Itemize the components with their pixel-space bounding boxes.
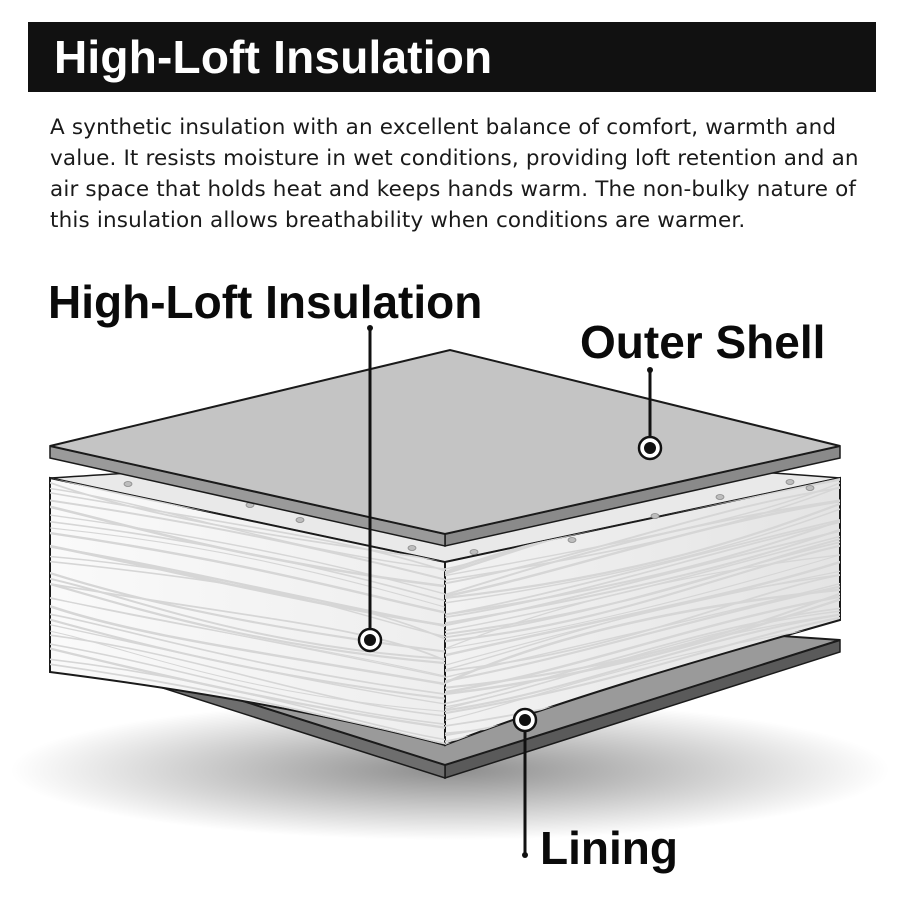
outer-shell-top — [49, 348, 841, 536]
insulation-label: High-Loft Insulation — [48, 276, 483, 328]
outer-shell-layer — [49, 348, 841, 547]
lining-pointer — [512, 707, 538, 858]
insulation-pointer — [357, 325, 383, 653]
insulation-description: A synthetic insulation with an excellent… — [50, 115, 859, 233]
outer-shell-label: Outer Shell — [580, 316, 826, 368]
page-title: High-Loft Insulation — [54, 31, 493, 83]
outer-shell-pointer — [637, 367, 663, 461]
lining-label: Lining — [540, 822, 678, 874]
title-bar: High-Loft Insulation — [28, 22, 876, 92]
